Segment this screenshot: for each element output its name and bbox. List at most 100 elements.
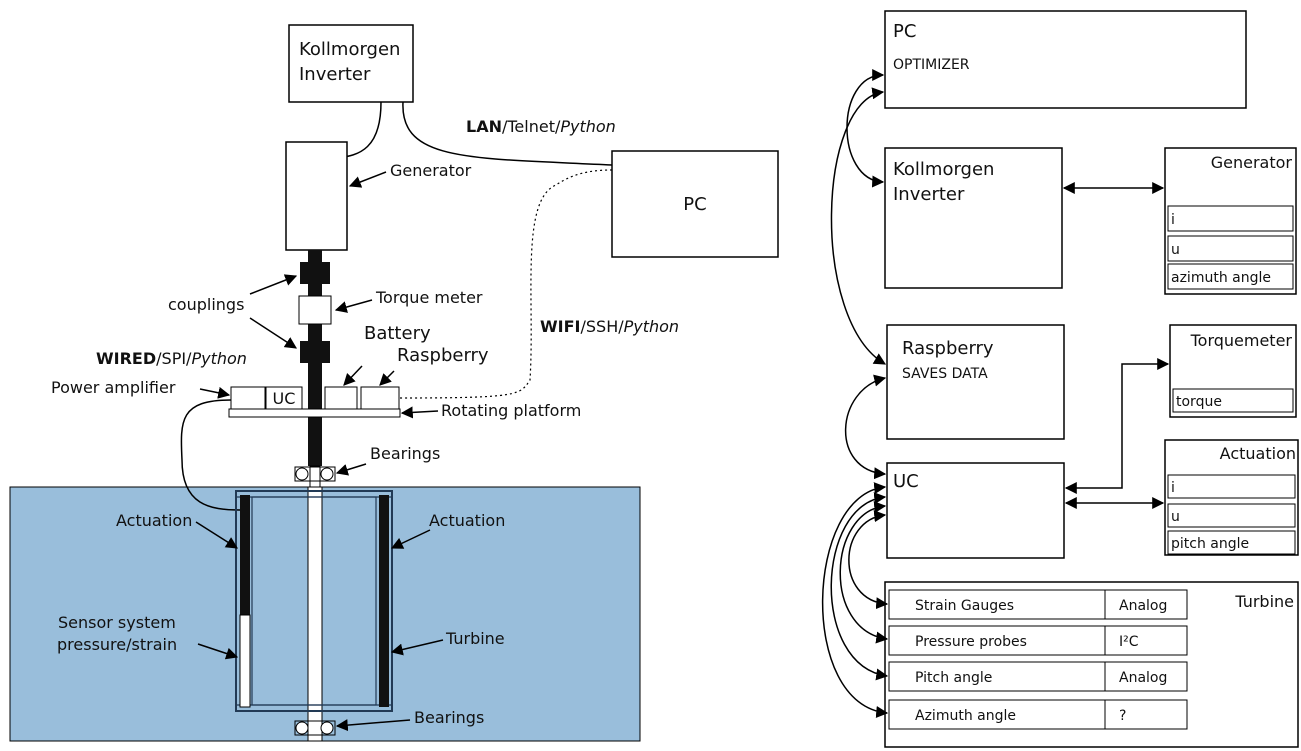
raspberry-box [360,386,400,410]
kollmorgen-label-2: Inverter [893,184,965,205]
turbine-row: Azimuth angle ? [888,699,1188,730]
sensor-label-1: Sensor system [58,613,176,632]
torquemeter-row [1172,388,1294,413]
raspberry-arrow [379,370,395,386]
turbine-row-name: Pitch angle [915,670,992,686]
power-amplifier-arrow [199,386,231,399]
pc-optimizer-box [884,10,1247,109]
generator-box [285,141,348,251]
water-tank [9,486,641,742]
actuation-title: Actuation [1220,444,1296,463]
bearing-bottom-left [295,721,309,735]
turbine-row-name: Strain Gauges [915,598,1014,614]
bearings-bottom-arrow [335,719,411,732]
power-amplifier-label: Power amplifier [51,378,176,397]
torque-meter-arrow [334,299,373,313]
generator-block-title: Generator [1211,153,1293,172]
couplings-label: couplings [168,295,244,314]
shaft-lower [307,486,323,742]
turbine-row-type: I²C [1119,634,1139,650]
turbine-row-name: Pressure probes [915,634,1027,650]
generator-row-u [1167,235,1294,262]
link-uc-strain [848,510,889,610]
pc-optimizer-sub: OPTIMIZER [893,57,970,73]
cable-lan [402,101,613,166]
uc-label: UC [273,389,296,408]
uc-block [886,462,1065,559]
bearing-bottom-block [294,720,336,736]
generator-row-azimuth [1167,263,1294,290]
bearings-bottom-label: Bearings [414,708,484,727]
link-uc-pitch [830,492,889,681]
turbine-row-type: Analog [1119,598,1167,614]
actuation-right-label: Actuation [429,511,505,530]
couplings-arrow-up [249,274,298,295]
turbine-frame [235,490,393,712]
bearings-top-arrow [335,463,367,476]
generator-row-azimuth-label: azimuth angle [1171,270,1271,286]
generator-row-i-label: i [1171,212,1175,228]
wired-label: WIRED/SPI/Python [96,349,247,368]
actuation-row-i [1167,474,1296,499]
coupling-bottom [300,341,330,363]
rotating-platform [228,408,401,418]
actuation-row-u-label: u [1171,509,1180,525]
actuation-row-i-label: i [1171,480,1175,496]
turbine-row: Pressure probes I²C [888,625,1188,656]
power-amplifier-box [230,386,266,410]
lan-label: LAN/Telnet/Python [466,117,616,136]
actuation-row-pitch-label: pitch angle [1171,536,1249,552]
kollmorgen-label-1: Kollmorgen [893,159,994,180]
cable-amplifier-actuation [180,399,241,511]
turbine-row-type: Analog [1119,670,1167,686]
link-raspberry-uc [844,374,887,480]
couplings-arrow-down [249,317,298,349]
bearings-top-label: Bearings [370,444,440,463]
torque-meter-box [298,295,332,325]
battery-box [324,386,358,410]
inverter-label-2: Inverter [299,64,371,85]
inverter-label-1: Kollmorgen [299,39,400,60]
pc-label: PC [683,194,706,215]
pc-box [611,150,779,258]
cable-wifi [399,169,613,399]
bearing-top-block [294,466,336,482]
raspberry-block-sub: SAVES DATA [902,366,988,382]
blade-right [379,495,389,707]
turbine-row-name: Azimuth angle [915,708,1016,724]
coupling-top [300,262,330,284]
raspberry-block [886,324,1065,440]
link-pc-kollmorgen [846,69,885,188]
shaft-bearing-gap [309,465,321,488]
generator-arrow [348,171,387,188]
sensor-label-2: pressure/strain [57,635,177,654]
rotating-platform-arrow [400,406,439,419]
rotating-platform-label: Rotating platform [441,401,581,420]
actuation-right-arrow [390,529,431,549]
raspberry-block-title: Raspberry [902,338,994,359]
bearing-bottom-right [320,721,334,735]
uc-block-title: UC [893,471,919,492]
generator-row-u-label: u [1171,242,1180,258]
actuation-left-label: Actuation [116,511,192,530]
turbine-block-title: Turbine [1234,592,1294,611]
turbine-arrow [390,639,444,656]
link-pc-raspberry [830,87,887,365]
bearing-top-right [320,467,334,481]
uc-torquemeter-link [1064,358,1170,494]
torquemeter-title: Torquemeter [1190,331,1293,350]
inverter-box [288,24,414,103]
torquemeter-row-label: torque [1176,394,1222,410]
generator-row-i [1167,205,1294,232]
link-uc-azimuth [821,482,889,718]
actuation-row-pitch [1167,530,1296,555]
turbine-row: Pitch angle Analog [888,661,1188,692]
uc-box [265,386,303,410]
battery-label: Battery [364,323,431,344]
battery-arrow [343,365,363,386]
actuation-left-arrow [195,521,239,549]
blade-left [240,495,250,615]
physical-setup: Kollmorgen Inverter PC LAN/Telnet/Python… [9,24,779,742]
pc-optimizer-title: PC [893,21,916,42]
sensor-strip [239,614,251,708]
